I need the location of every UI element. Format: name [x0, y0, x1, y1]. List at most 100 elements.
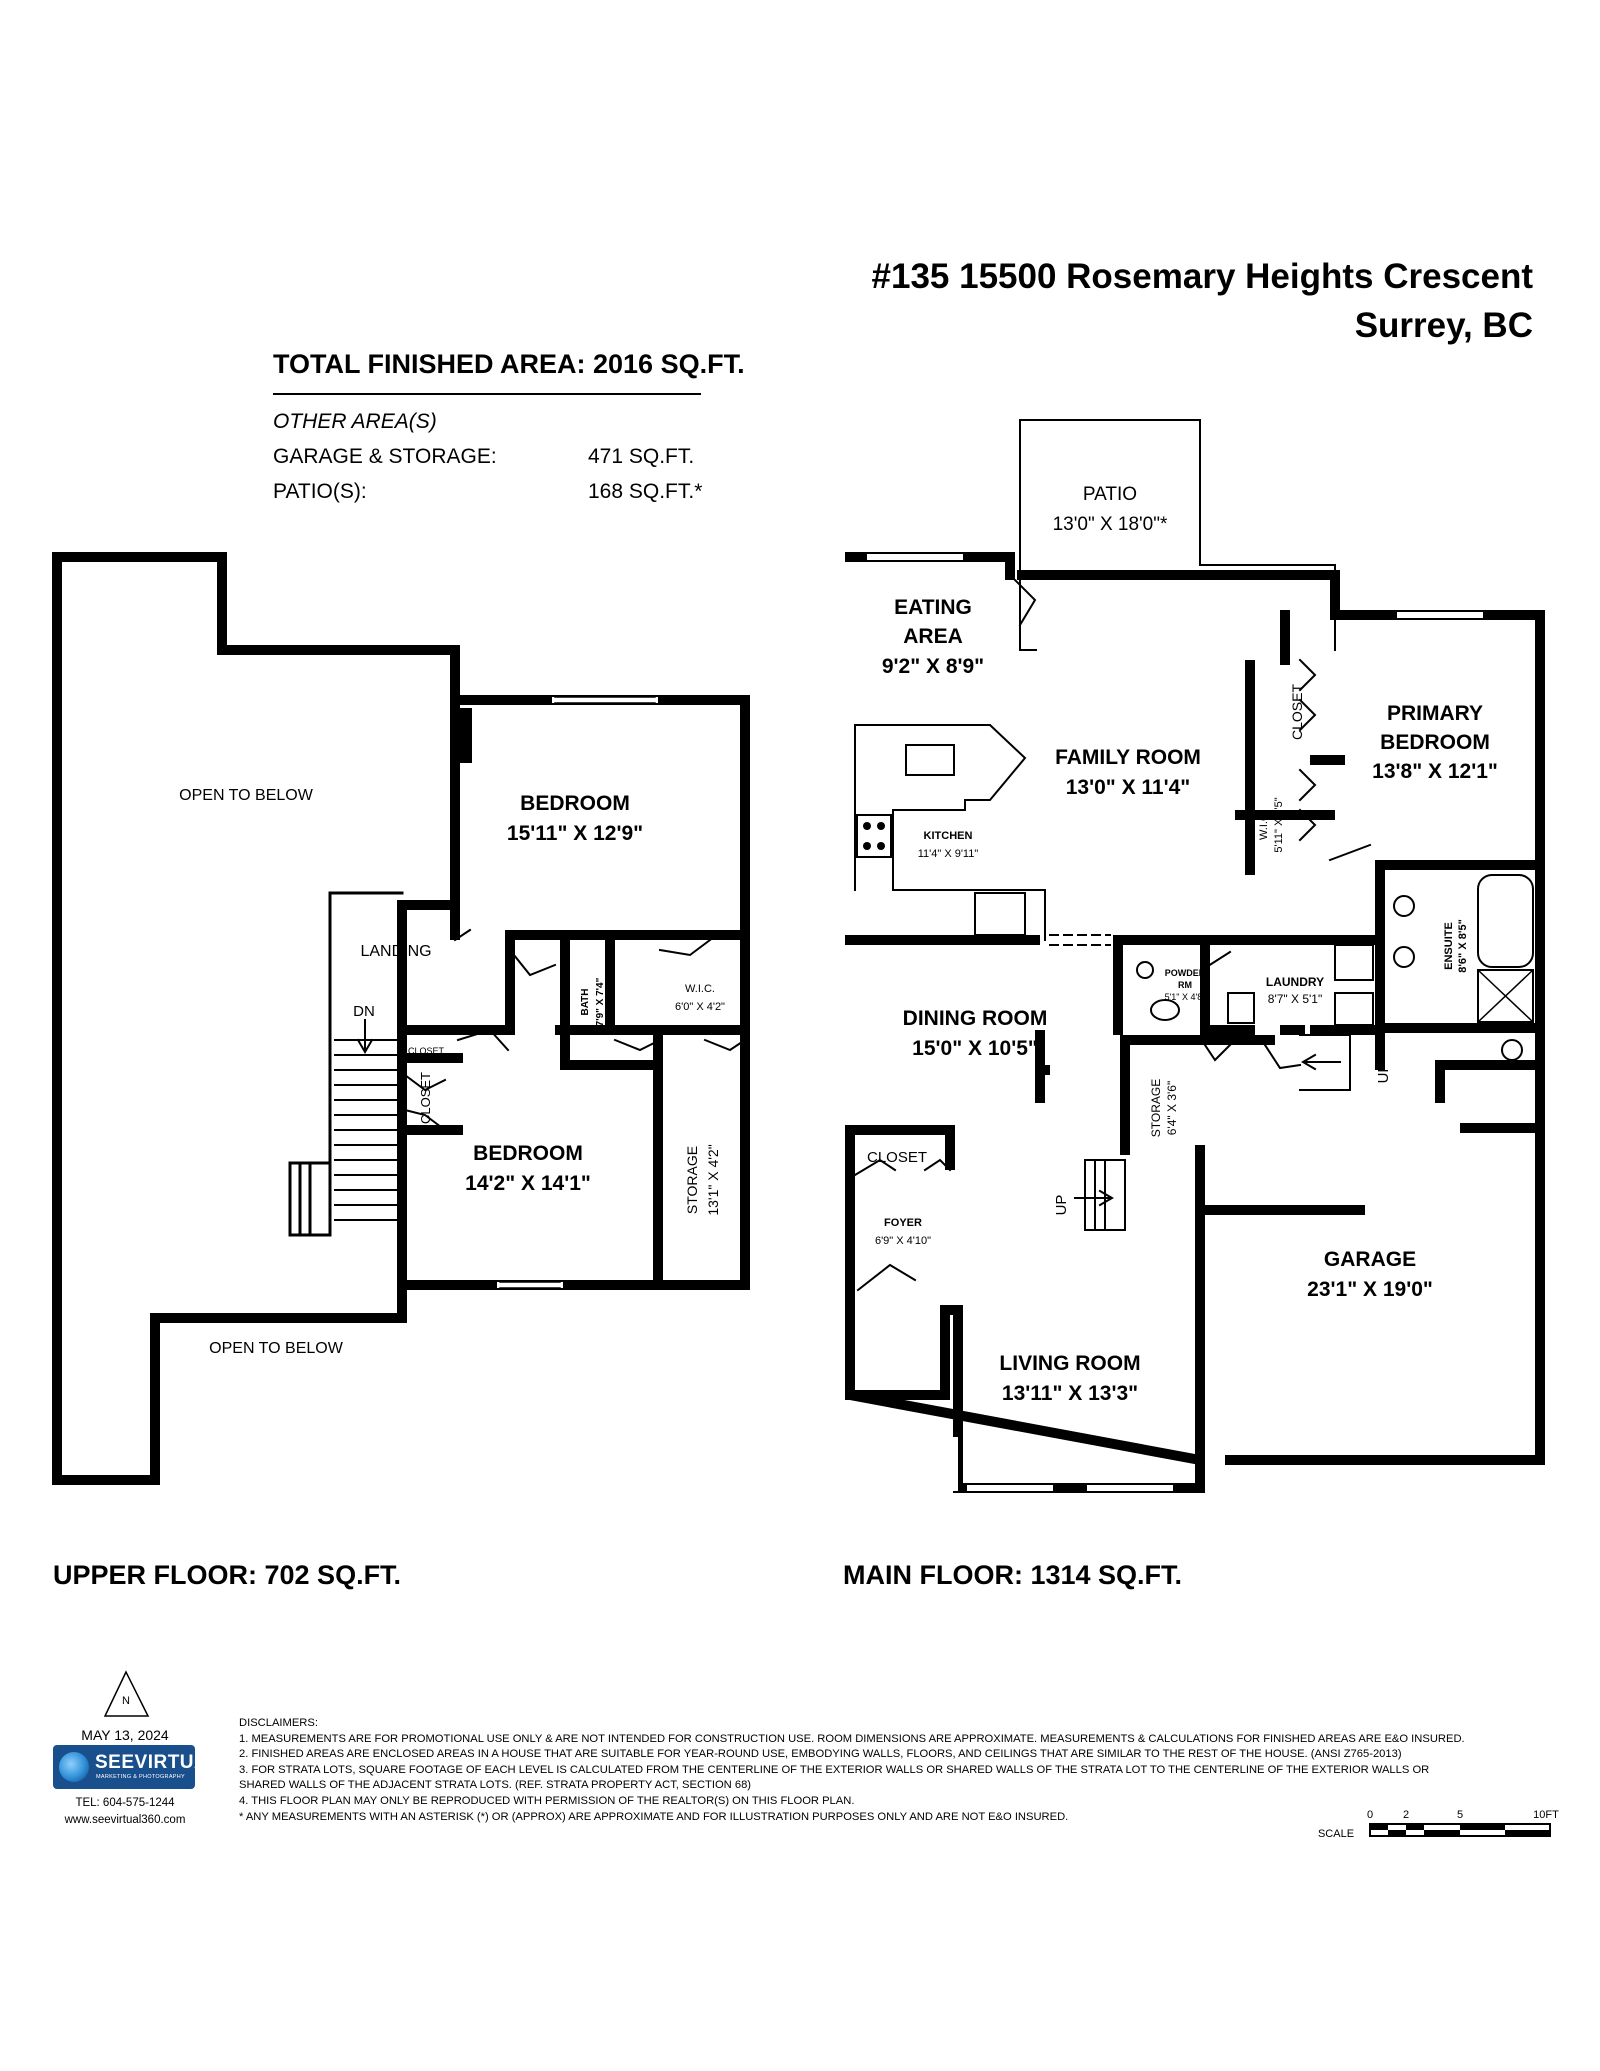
property-city: Surrey, BC	[1354, 306, 1533, 345]
disclaimer-2: 2. FINISHED AREAS ARE ENCLOSED AREAS IN …	[239, 1748, 1402, 1761]
compass-letter: N	[122, 1695, 130, 1707]
foyer-closet-walls	[845, 1125, 955, 1400]
ensuite-tub	[1477, 874, 1534, 968]
powder-room-dims: 5'1" X 4'8"	[1165, 992, 1206, 1002]
foyer-dims: 6'9" X 4'10"	[875, 1235, 931, 1247]
upper-windows	[497, 697, 658, 1288]
kitchen-counter	[854, 724, 1046, 941]
upper-bedroom2-name: BEDROOM	[473, 1142, 583, 1165]
garage-name: GARAGE	[1324, 1248, 1416, 1271]
family-room-name: FAMILY ROOM	[1055, 746, 1201, 769]
upper-storage-name: STORAGE	[684, 1146, 700, 1214]
upper-bedroom1-dims: 15'11" X 12'9"	[507, 822, 643, 845]
disclaimer-3-cont: SHARED WALLS OF THE ADJACENT STRATA LOTS…	[239, 1779, 752, 1792]
living-room-name: LIVING ROOM	[999, 1352, 1140, 1375]
main-storage-dims: 6'4" X 3'6"	[1165, 1081, 1179, 1135]
main-wic-name: W.I.C.	[1258, 810, 1270, 840]
upper-bath-dims: 7'9" X 7'4"	[595, 977, 606, 1026]
primary-bedroom-name2: BEDROOM	[1380, 731, 1490, 754]
main-windows	[847, 554, 1483, 1491]
garage-entry-step	[1299, 1034, 1351, 1091]
disclaimer-4: 4. THIS FLOOR PLAN MAY ONLY BE REPRODUCE…	[239, 1794, 855, 1807]
upper-open-bottom-label: OPEN TO BELOW	[209, 1340, 344, 1357]
stair-up-label: UP	[1053, 1195, 1070, 1216]
dining-room-name: DINING ROOM	[903, 1007, 1048, 1030]
other-areas-heading: OTHER AREA(S)	[273, 410, 437, 433]
patio-name: PATIO	[1083, 484, 1137, 505]
eating-area-name1: EATING	[894, 596, 972, 619]
property-address: #135 15500 Rosemary Heights Crescent	[871, 257, 1533, 296]
scale-tick-0: 0	[1367, 1809, 1373, 1821]
ensuite-dims: 8'6" X 8'5"	[1457, 919, 1469, 973]
main-interior-walls	[845, 610, 1545, 1493]
contact-website: www.seevirtual360.com	[64, 1814, 186, 1826]
patio-outline	[1019, 419, 1336, 651]
upper-open-top-label: OPEN TO BELOW	[179, 787, 314, 804]
foyer-closet-label: CLOSET	[867, 1149, 927, 1166]
seevirtual-logo: SEEVIRTUAL MARKETING & PHOTOGRAPHY	[53, 1745, 220, 1789]
stair-treads	[334, 1039, 399, 1221]
upper-bath-walls	[560, 930, 663, 1070]
disclaimer-asterisk: * ANY MEASUREMENTS WITH AN ASTERISK (*) …	[239, 1810, 1069, 1823]
laundry-name: LAUNDRY	[1266, 975, 1324, 989]
laundry-dims: 8'7" X 5'1"	[1268, 992, 1322, 1006]
main-floor-area: MAIN FLOOR: 1314 SQ.FT.	[843, 1560, 1183, 1590]
upper-windows-lines	[499, 696, 656, 1289]
scale-tick-2: 2	[1403, 1809, 1409, 1821]
plan-date: MAY 13, 2024	[81, 1727, 169, 1743]
kitchen-appliance	[974, 892, 1026, 936]
kitchen-cooktop	[856, 814, 892, 858]
door-swings	[403, 573, 1372, 1292]
powder-room-name2: RM	[1178, 980, 1192, 990]
ensuite-name: ENSUITE	[1443, 922, 1455, 970]
upper-bath-name: BATH	[580, 988, 591, 1015]
family-room-dims: 13'0" X 11'4"	[1066, 776, 1191, 799]
scale-tick-5: 5	[1457, 1809, 1463, 1821]
logo-name: SEEVIRTUAL	[95, 1752, 221, 1773]
logo-tagline: MARKETING & PHOTOGRAPHY	[96, 1774, 186, 1780]
upper-bedroom2-dims: 14'2" X 14'1"	[465, 1172, 591, 1195]
upper-hall-walls	[397, 900, 750, 1290]
up-arrow-stair	[1074, 1189, 1114, 1207]
garage-storage-label: GARAGE & STORAGE:	[273, 445, 497, 468]
kitchen-name: KITCHEN	[924, 830, 973, 842]
disclaimer-heading: DISCLAIMERS:	[239, 1717, 318, 1729]
upper-closet-small: CLOSET	[408, 1046, 445, 1056]
upper-chimney	[455, 708, 472, 763]
garage-storage-value: 471 SQ.FT.	[588, 445, 695, 468]
contact-phone: TEL: 604-575-1244	[75, 1797, 175, 1809]
stair-rail	[288, 1161, 332, 1237]
eating-area-dims: 9'2" X 8'9"	[882, 655, 984, 678]
ensuite-shower	[1477, 969, 1534, 1023]
garage-dims: 23'1" X 19'0"	[1307, 1278, 1433, 1301]
patio-dims: 13'0" X 18'0"*	[1053, 514, 1168, 535]
upper-landing-label: LANDING	[360, 943, 431, 960]
upper-dn-label: DN	[353, 1003, 375, 1020]
patio-label: PATIO(S):	[273, 480, 367, 503]
primary-bedroom-name1: PRIMARY	[1387, 702, 1483, 725]
up-arrow-garage	[1301, 1053, 1341, 1071]
logo-globe-icon	[59, 1752, 89, 1782]
living-room-dims: 13'11" X 13'3"	[1002, 1382, 1138, 1405]
garage-up-label: UP	[1375, 1063, 1392, 1084]
open-archway	[1049, 934, 1111, 946]
main-storage-name: STORAGE	[1149, 1079, 1163, 1137]
upper-open-area-outline	[52, 552, 460, 1485]
upper-closet-vertical: CLOSET	[418, 1072, 433, 1124]
dn-arrow	[356, 1019, 374, 1054]
scale-tick-10: 10FT	[1533, 1809, 1559, 1821]
scale-bar: 0 2 5 10FT SCALE	[1318, 1809, 1559, 1840]
total-finished-area: TOTAL FINISHED AREA: 2016 SQ.FT.	[273, 349, 745, 379]
foyer-name: FOYER	[884, 1217, 922, 1229]
disclaimers-block: DISCLAIMERS: 1. MEASUREMENTS ARE FOR PRO…	[239, 1716, 1465, 1825]
kitchen-dims: 11'4" X 9'11"	[918, 848, 979, 860]
kitchen-sink	[905, 744, 955, 776]
powder-room-name1: POWDER	[1165, 968, 1206, 978]
primary-bedroom-dims: 13'8" X 12'1"	[1372, 760, 1498, 783]
disclaimer-1: 1. MEASUREMENTS ARE FOR PROMOTIONAL USE …	[239, 1732, 1465, 1745]
upper-storage-dims: 13'1" X 4'2"	[705, 1144, 721, 1215]
upper-bedroom1-name: BEDROOM	[520, 792, 630, 815]
upper-wic-name: W.I.C.	[685, 983, 715, 995]
scale-label: SCALE	[1318, 1828, 1354, 1840]
